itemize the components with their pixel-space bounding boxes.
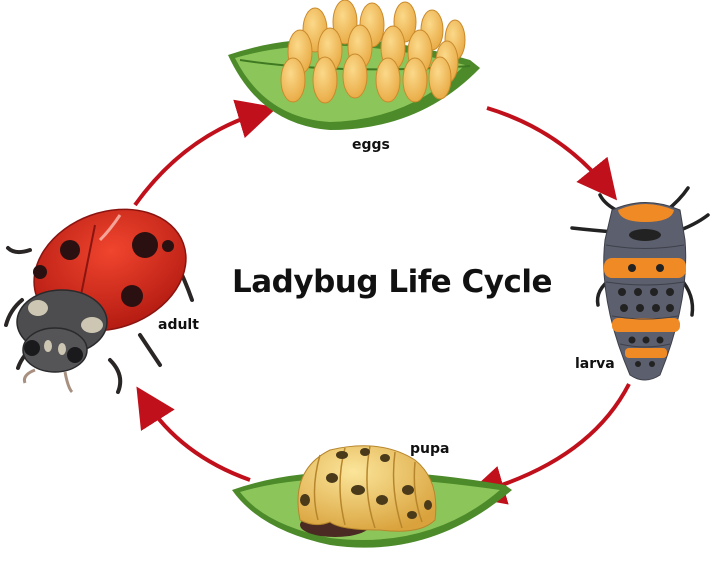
arrow-eggs-to-larva bbox=[486, 106, 618, 201]
eggs-illustration bbox=[228, 0, 480, 130]
arrow-adult-to-eggs bbox=[133, 99, 278, 207]
larva-illustration bbox=[570, 186, 710, 381]
diagram-title: Ladybug Life Cycle bbox=[232, 264, 552, 300]
pupa-illustration bbox=[232, 445, 512, 548]
stage-label-adult: adult bbox=[158, 317, 199, 333]
adult-ladybug-illustration bbox=[4, 208, 194, 394]
arrow-larva-to-pupa bbox=[464, 383, 631, 505]
stage-label-larva: larva bbox=[575, 356, 615, 372]
stage-label-pupa: pupa bbox=[410, 441, 450, 457]
stage-label-eggs: eggs bbox=[352, 137, 390, 153]
arrow-pupa-to-adult bbox=[136, 386, 251, 482]
